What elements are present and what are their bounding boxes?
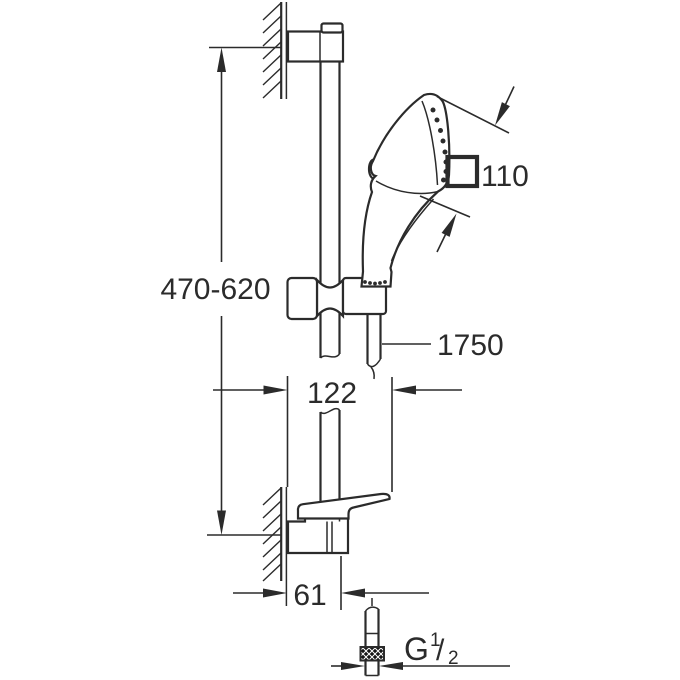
- spray-face-line: [421, 100, 439, 186]
- soap-dish: [296, 492, 391, 520]
- thread-slash: /: [436, 634, 445, 667]
- slide-rail: [319, 61, 341, 505]
- shower-hose-upper: [366, 313, 382, 380]
- hose-end-break: [364, 606, 379, 612]
- rail-break-upper: [319, 353, 341, 359]
- top-bracket: [286, 22, 345, 63]
- top-wall-hatching: [262, 2, 282, 99]
- top-wall: [262, 2, 288, 99]
- head-width-label: 110: [481, 160, 529, 193]
- hand-shower-body: [360, 92, 451, 288]
- dim-head-width: 110: [419, 86, 529, 253]
- hose-connector: [359, 598, 385, 677]
- bottom-wall-hatching: [262, 487, 282, 582]
- dim-wall-offset: 122: [213, 376, 462, 492]
- handle-inner-line: [390, 198, 435, 262]
- hose-length-label: 1750: [437, 329, 504, 362]
- thread-letter: G: [404, 631, 429, 667]
- square-symbol: [445, 154, 480, 189]
- bottom-bracket: [286, 492, 391, 555]
- thread-numerator: 1: [430, 630, 441, 651]
- dim-thread: G 1 / 2: [331, 630, 510, 670]
- head-neck-seam: [375, 180, 439, 195]
- rail-break-lower: [319, 407, 341, 415]
- height-range-label: 470-620: [160, 273, 270, 306]
- hose-break: [366, 358, 382, 368]
- hand-shower: [360, 92, 451, 288]
- knurled-nut: [359, 646, 385, 662]
- handle-nut-knurl: [363, 280, 387, 286]
- shower-holder: [286, 276, 388, 321]
- bracket-depth-label: 61: [293, 579, 326, 612]
- dim-hose-length: 1750: [382, 329, 504, 362]
- dim-bracket-depth: 61: [233, 556, 429, 612]
- dim-height-range: 470-620: [160, 46, 281, 536]
- thread-denominator: 2: [448, 648, 459, 669]
- wall-offset-label: 122: [307, 377, 357, 410]
- bottom-wall: [262, 487, 288, 606]
